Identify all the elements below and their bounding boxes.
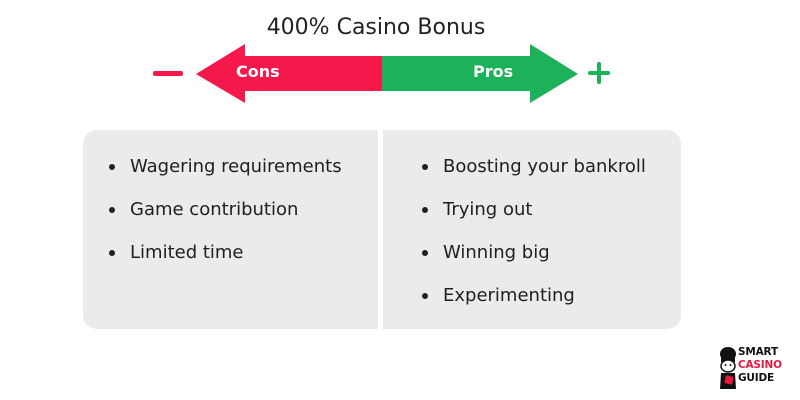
cons-list: Wagering requirements Game contribution … <box>108 155 342 284</box>
plus-icon <box>588 62 610 84</box>
panel-divider <box>378 130 383 329</box>
pros-cons-arrow <box>196 44 578 103</box>
mascot-icon <box>720 347 736 389</box>
pros-list-item: Trying out <box>421 198 646 241</box>
cons-list-item: Limited time <box>108 241 342 284</box>
bullet-icon <box>109 164 115 170</box>
page-title: 400% Casino Bonus <box>266 15 486 40</box>
bullet-icon <box>109 250 115 256</box>
bullet-icon <box>422 250 428 256</box>
bullet-icon <box>422 293 428 299</box>
bullet-icon <box>422 207 428 213</box>
cons-list-item: Wagering requirements <box>108 155 342 198</box>
minus-icon <box>153 71 183 76</box>
bullet-icon <box>422 164 428 170</box>
bullet-icon <box>109 207 115 213</box>
cons-label: Cons <box>236 62 280 81</box>
smart-casino-guide-logo: SMART CASINO GUIDE <box>718 342 798 392</box>
pros-list: Boosting your bankroll Trying out Winnin… <box>421 155 646 327</box>
cons-list-item: Game contribution <box>108 198 342 241</box>
pros-list-item: Boosting your bankroll <box>421 155 646 198</box>
cons-panel <box>83 130 378 329</box>
pros-list-item: Experimenting <box>421 284 646 327</box>
logo-line-casino: CASINO <box>738 359 782 371</box>
pros-label: Pros <box>473 62 514 81</box>
logo-line-smart: SMART <box>738 346 778 358</box>
pros-panel <box>383 130 681 329</box>
pros-list-item: Winning big <box>421 241 646 284</box>
pros-arrow <box>382 44 578 103</box>
logo-line-guide: GUIDE <box>738 372 774 384</box>
cons-arrow <box>196 44 382 103</box>
